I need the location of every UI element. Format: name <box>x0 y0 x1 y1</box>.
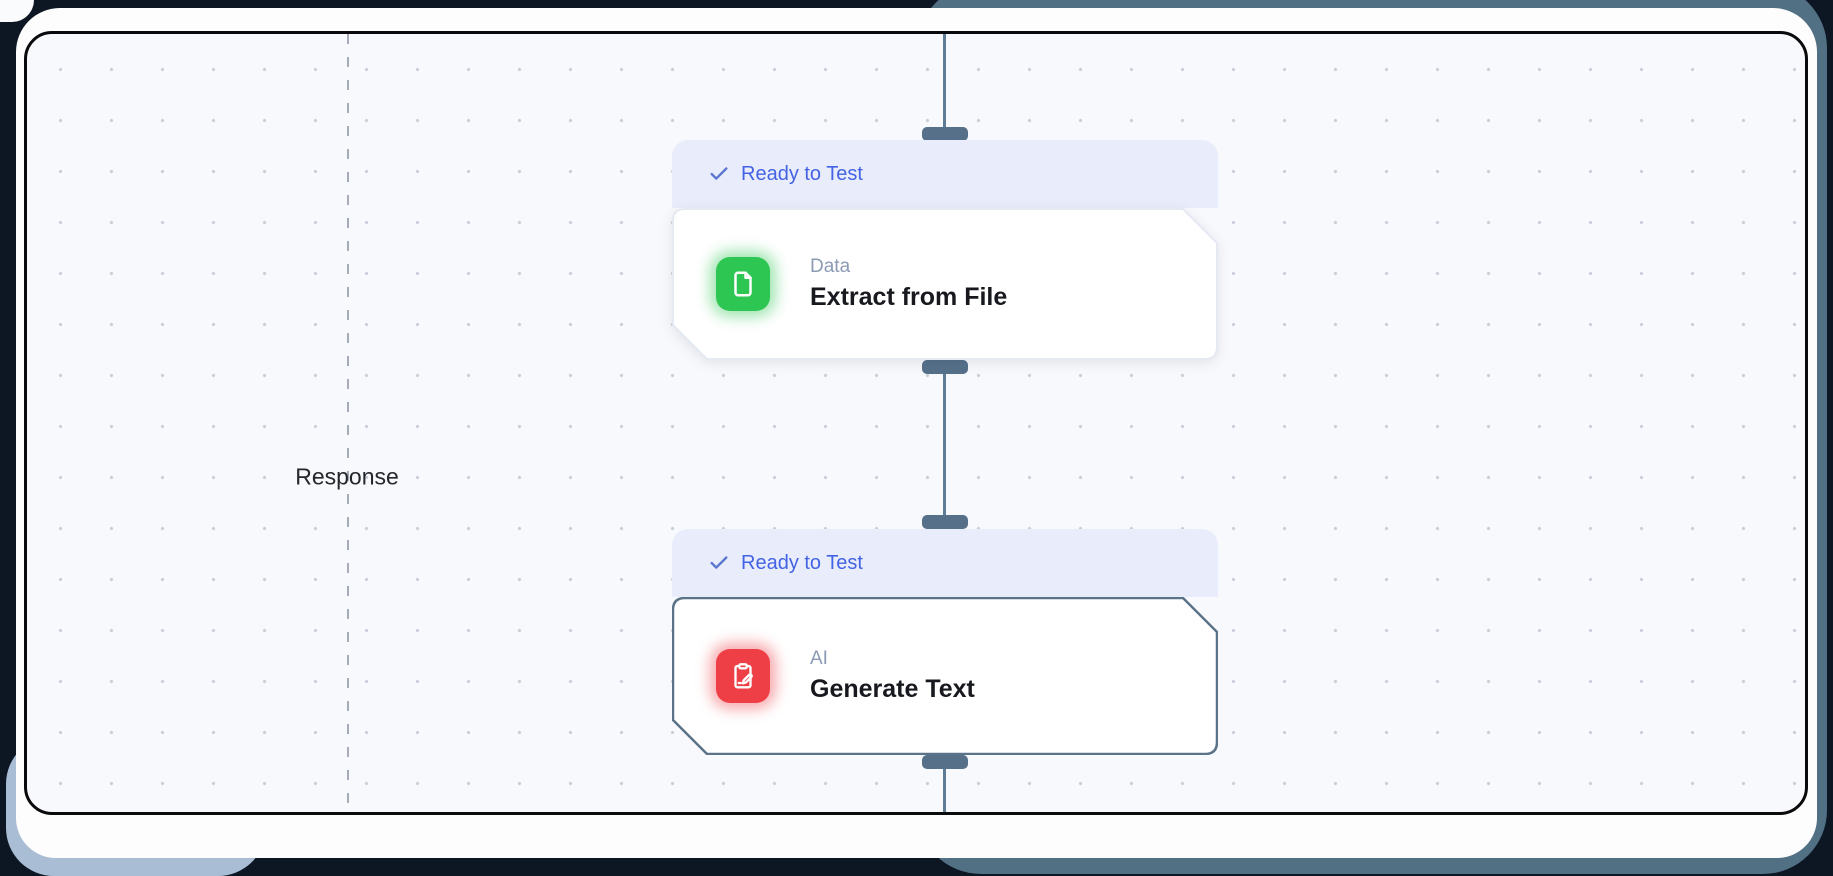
status-badge-label: Ready to Test <box>741 551 863 574</box>
corner-accent-top-left <box>0 0 34 22</box>
response-guide-line <box>347 34 349 812</box>
node-title: Generate Text <box>810 674 975 703</box>
edge-line-top <box>943 34 946 128</box>
node1-output-handle[interactable] <box>922 360 968 374</box>
node1-input-handle[interactable] <box>922 127 968 141</box>
edge-line-bottom <box>943 769 946 812</box>
status-badge: Ready to Test <box>672 529 1218 597</box>
content-panel: Response Ready to Test <box>16 8 1817 858</box>
file-icon <box>716 257 770 311</box>
node-generate-text[interactable]: Ready to Test AI <box>672 529 1218 755</box>
status-badge: Ready to Test <box>672 140 1218 208</box>
node-extract-from-file[interactable]: Ready to Test Data Extract from Fil <box>672 140 1218 360</box>
node-card-outline <box>672 208 1218 360</box>
node-title: Extract from File <box>810 282 1008 311</box>
node2-input-handle[interactable] <box>922 515 968 529</box>
workflow-canvas[interactable]: Response Ready to Test <box>24 31 1808 815</box>
node-category: Data <box>810 255 851 277</box>
edge-line-middle <box>943 374 946 515</box>
node-card[interactable]: Data Extract from File <box>672 208 1218 360</box>
node-card[interactable]: AI Generate Text <box>672 597 1218 755</box>
clipboard-edit-icon <box>716 649 770 703</box>
node2-output-handle[interactable] <box>922 755 968 769</box>
response-label: Response <box>295 463 399 490</box>
check-icon <box>710 556 728 569</box>
check-icon <box>710 167 728 180</box>
node-category: AI <box>810 647 828 669</box>
node-card-outline <box>672 597 1218 755</box>
status-badge-label: Ready to Test <box>741 162 863 185</box>
